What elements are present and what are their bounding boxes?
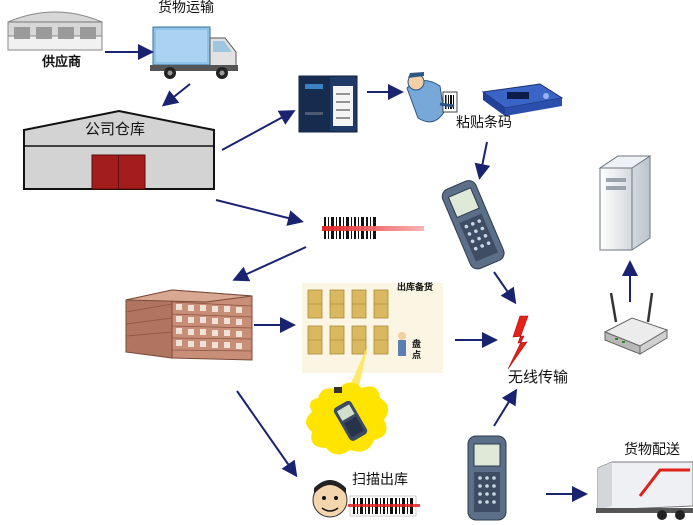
scan-out-label: 扫描出库 (352, 472, 408, 488)
label-barcode-label: 粘贴条码 (456, 115, 512, 131)
supplier-label: 供应商 (42, 55, 82, 70)
company-warehouse-icon (23, 109, 215, 190)
transport-label: 货物运输 (158, 0, 214, 16)
storage-building-icon (125, 289, 253, 361)
wireless-label: 无线传输 (508, 368, 569, 386)
handheld-terminal-icon (441, 180, 505, 270)
flow-arrows (105, 44, 638, 502)
arrow-barcode-to-building (232, 246, 307, 282)
inventory-scanner-icon (306, 345, 389, 455)
arrow-handheld-to-wireless (493, 388, 518, 427)
lightning-icon (507, 315, 529, 370)
arrow-warehouse-to-barcode (215, 199, 304, 226)
outbound-prepare-label: 出库备货 (397, 283, 434, 293)
factory-icon (7, 11, 103, 51)
truck-icon (150, 26, 238, 79)
server-icon (598, 155, 652, 251)
arrow-label-to-scanner (474, 141, 491, 180)
delivery-trailer-icon (596, 461, 693, 520)
storage-shelves-icon (302, 283, 443, 373)
handheld-terminal-icon (467, 435, 507, 521)
arrow-warehouse-to-printer (221, 110, 296, 151)
wireless-router-icon (603, 292, 669, 355)
arrow-building-to-scanout (236, 390, 298, 478)
label-printer-icon (481, 83, 564, 116)
arrow-truck-to-warehouse (161, 83, 191, 107)
barcode-laser-icon (322, 217, 424, 239)
arrow-scanner-to-wireless (493, 271, 517, 305)
worker-labeling-icon (406, 72, 458, 123)
scanning-person-icon (312, 480, 420, 518)
barcode-printer-icon (298, 75, 358, 133)
delivery-label: 货物配送 (624, 442, 680, 458)
inventory-check-label: 盘 点 (412, 340, 422, 361)
warehouse-label: 公司仓库 (85, 120, 146, 138)
